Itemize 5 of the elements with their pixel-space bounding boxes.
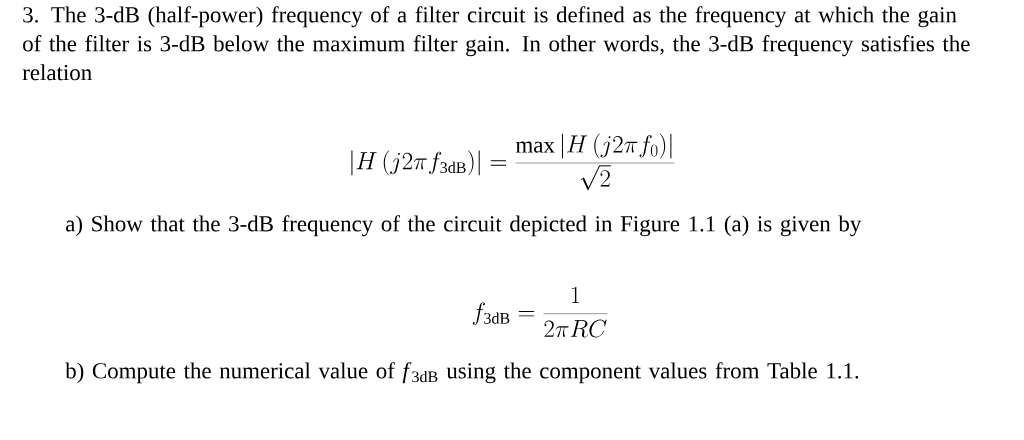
problem-text: 3. The 3-dB (half-power) frequency of a filter circuit is defined as the frequency at which the gain of the filter is 3-dB below the maximum filter gain. In other words, the 3-dB frequency satisfies the relation	[22, 6, 970, 81]
formula: $f_{\mathrm{3dB}} = \frac{1}{2\pi RC}$	[472, 286, 608, 338]
question-text: b) Compute the numerical value of f$_{3dB}$ using the component values from Table 1.1.	[65, 362, 859, 384]
question-text: a) Show that the 3-dB frequency of the circuit depicted in Figure 1.1 (a) is given by	[66, 215, 862, 237]
formula: $\left|H\left(j2\pi f_{\mathrm{3dB}}\right)\right| = \frac{\max\left|H\left(j2\pi f_0\right)\right|}{\sqrt{2}}$	[351, 133, 675, 191]
